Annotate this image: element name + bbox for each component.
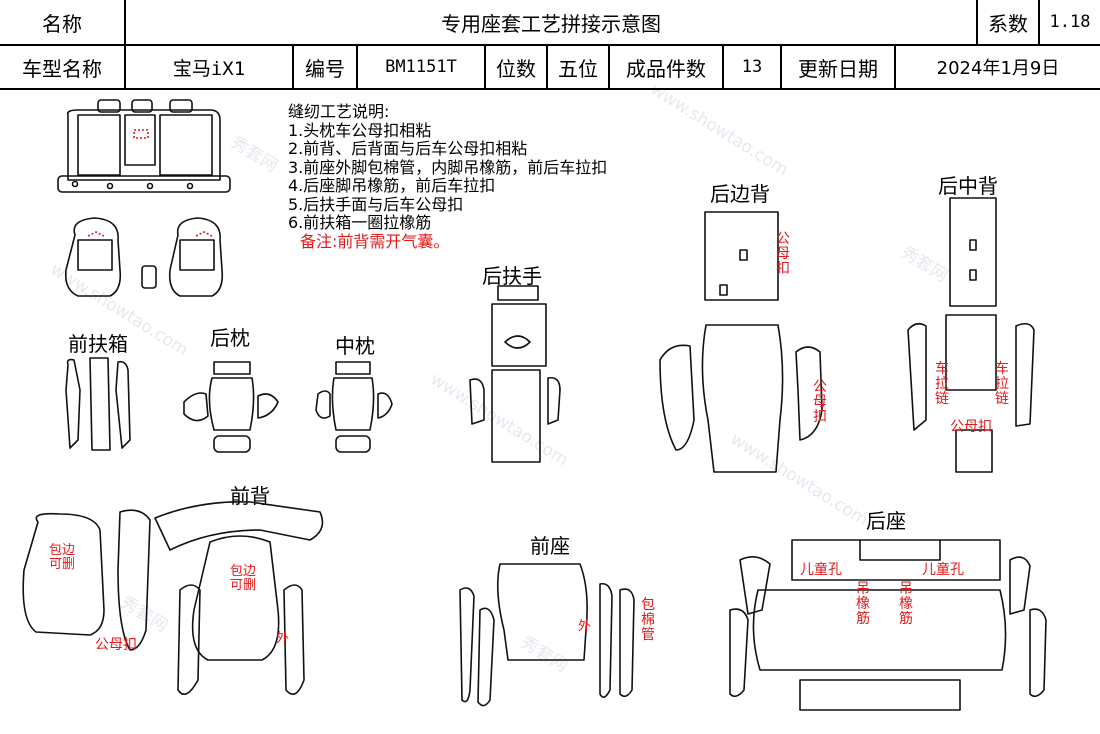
coef-value: 1.18 bbox=[1040, 0, 1100, 46]
mid-pillow-pieces bbox=[315, 361, 393, 453]
code-value: BM1151T bbox=[358, 46, 486, 90]
page-title: 专用座套工艺拼接示意图 bbox=[126, 0, 978, 46]
annotation-zipper: 车拉链 bbox=[935, 361, 949, 407]
annotation-edge-cut: 包边可删 bbox=[229, 564, 256, 593]
note-item: 3.前座外脚包棉管，内脚吊橡筋，前后车拉扣 bbox=[288, 157, 608, 177]
note-item: 1.头枕车公母扣相粘 bbox=[288, 120, 432, 140]
code-label: 编号 bbox=[294, 46, 358, 90]
annotation-child-hole: 儿童孔 bbox=[922, 562, 964, 578]
date-value: 2024年1月9日 bbox=[896, 46, 1100, 90]
name-label: 名称 bbox=[0, 0, 126, 46]
front-armbox-pieces bbox=[65, 357, 131, 451]
rear-armrest-pieces bbox=[469, 285, 561, 463]
annotation-snap: 公母扣 bbox=[95, 637, 137, 653]
front-back-pieces bbox=[22, 501, 324, 696]
sewing-notes: 缝纫工艺说明: 1.头枕车公母扣相粘 2.前背、后背面与后车公母扣相粘 3.前座… bbox=[288, 102, 608, 251]
note-item: 4.后座脚吊橡筋，前后车拉扣 bbox=[288, 176, 496, 195]
model-label: 车型名称 bbox=[0, 46, 126, 90]
model-value: 宝马iX1 bbox=[126, 46, 294, 90]
front-seat-pieces bbox=[459, 563, 635, 707]
pattern-drawings bbox=[22, 99, 1047, 711]
notes-heading: 缝纫工艺说明: bbox=[288, 102, 390, 121]
section-front-seat: 前座 bbox=[530, 534, 570, 558]
rear-side-back-pieces bbox=[659, 211, 823, 473]
remark: 备注:前背需开气囊。 bbox=[300, 231, 450, 251]
section-mid-pillow: 中枕 bbox=[335, 334, 375, 358]
annotation-outer: 外 bbox=[578, 619, 592, 634]
annotation-outer: 外 bbox=[276, 631, 290, 646]
annotation-snap: 公母扣 bbox=[950, 419, 992, 435]
rear-pillow-pieces bbox=[183, 361, 279, 453]
note-item: 5.后扶手面与后车公母扣 bbox=[288, 194, 464, 214]
annotation-edge-cut: 包边可删 bbox=[48, 543, 75, 572]
annotation-snap: 公母扣 bbox=[776, 231, 790, 277]
note-item: 2.前背、后背面与后车公母扣相粘 bbox=[288, 139, 528, 158]
pieces-label: 成品件数 bbox=[610, 46, 724, 90]
annotation-child-hole: 儿童孔 bbox=[800, 562, 842, 578]
pieces-value: 13 bbox=[724, 46, 782, 90]
header-table: 名称 专用座套工艺拼接示意图 系数 1.18 车型名称 宝马iX1 编号 BM1… bbox=[0, 0, 1100, 90]
note-item: 6.前扶箱一圈拉橡筋 bbox=[288, 213, 432, 232]
rear-seat-pieces bbox=[729, 539, 1047, 711]
annotation-cotton-tube: 包棉管 bbox=[641, 597, 655, 643]
seat-label: 位数 bbox=[486, 46, 548, 90]
front-seat-overview bbox=[64, 217, 224, 297]
section-rear-back: 后边背 bbox=[710, 182, 770, 206]
annotation-zipper: 车拉链 bbox=[995, 361, 1009, 407]
section-rear-seat: 后座 bbox=[866, 509, 906, 533]
date-label: 更新日期 bbox=[782, 46, 896, 90]
annotation-elastic: 吊橡筋 bbox=[899, 581, 913, 627]
section-rear-armrest: 后扶手 bbox=[482, 264, 542, 288]
section-rear-middle-back: 后中背 bbox=[938, 174, 998, 198]
section-front-armbox: 前扶箱 bbox=[68, 332, 128, 356]
rear-bench-overview bbox=[57, 99, 231, 193]
rear-middle-back-pieces bbox=[907, 197, 1035, 473]
annotation-elastic: 吊橡筋 bbox=[856, 581, 870, 627]
seat-value: 五位 bbox=[548, 46, 610, 90]
annotation-snap: 公母扣 bbox=[813, 379, 827, 425]
section-rear-pillow: 后枕 bbox=[210, 326, 250, 350]
coef-label: 系数 bbox=[978, 0, 1040, 46]
